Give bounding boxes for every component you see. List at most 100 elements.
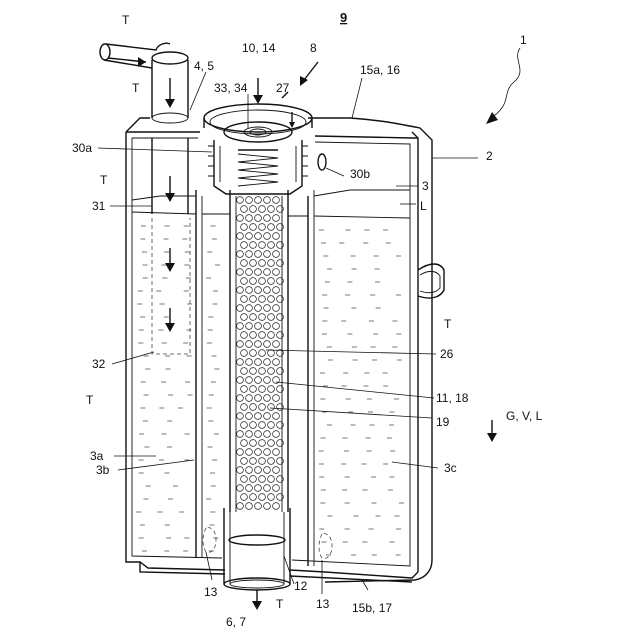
mesh-cell [237, 233, 244, 240]
mesh-cell [241, 296, 248, 303]
mesh-cell [273, 197, 280, 204]
label-chamber-a: 3a [90, 449, 104, 463]
mesh-cell [259, 332, 266, 339]
label-holes-left: 13 [204, 585, 218, 599]
mesh-cell [237, 467, 244, 474]
label-t-outlet: T [276, 597, 284, 611]
label-inlet: 4, 5 [194, 59, 214, 73]
mesh-cell [241, 386, 248, 393]
mesh-cell [273, 215, 280, 222]
mesh-cell [237, 413, 244, 420]
mesh-cell [268, 440, 275, 447]
figure-number: 9 [340, 10, 347, 25]
mesh-cell [255, 341, 262, 348]
mesh-cell [273, 485, 280, 492]
label-core: 19 [436, 415, 450, 429]
mesh-cell [241, 422, 248, 429]
mesh-cell [241, 314, 248, 321]
mesh-cell [259, 296, 266, 303]
mesh-cell [268, 476, 275, 483]
mesh-cell [259, 350, 266, 357]
mesh-cell [237, 269, 244, 276]
mesh-cell [241, 404, 248, 411]
mesh-cell [273, 233, 280, 240]
label-tank: 1 [520, 33, 527, 47]
mesh-cell [241, 458, 248, 465]
filler-cap [204, 104, 326, 194]
mesh-cell [264, 503, 271, 510]
mesh-cell [259, 224, 266, 231]
mesh-cell [241, 332, 248, 339]
mesh-cell [250, 260, 257, 267]
label-chamber-c: 3c [444, 461, 457, 475]
label-cap: 8 [310, 41, 317, 55]
mesh-cell [250, 494, 257, 501]
mesh-cell [237, 449, 244, 456]
label-filter: 11, 18 [436, 391, 469, 405]
mesh-cell [241, 350, 248, 357]
label-chamber: 3 [422, 179, 429, 193]
filter-column [230, 190, 288, 512]
mesh-cell [264, 413, 271, 420]
mesh-cell [264, 197, 271, 204]
mesh-cell [268, 404, 275, 411]
mesh-cell [250, 206, 257, 213]
mesh-cell [273, 359, 280, 366]
label-valve: 27 [276, 81, 290, 95]
mesh-cell [237, 197, 244, 204]
mesh-cell [273, 449, 280, 456]
reference-labels: 9 1 T T 4, 5 10, 14 8 15a, 16 33, 34 27 … [72, 10, 543, 629]
mesh-cell [237, 287, 244, 294]
label-t-pipe: T [100, 173, 108, 187]
mesh-cell [268, 296, 275, 303]
mesh-cell [241, 368, 248, 375]
mesh-cell [246, 395, 253, 402]
mesh-cell [268, 368, 275, 375]
mesh-cell [241, 494, 248, 501]
mesh-cell [246, 359, 253, 366]
mesh-cell [264, 449, 271, 456]
mesh-cell [246, 431, 253, 438]
mesh-cell [246, 323, 253, 330]
mesh-cell [250, 242, 257, 249]
mesh-cell [273, 341, 280, 348]
mesh-cell [273, 503, 280, 510]
label-collar-b: 30b [350, 167, 370, 181]
mesh-cell [268, 260, 275, 267]
mesh-cell [255, 323, 262, 330]
mesh-cell [246, 413, 253, 420]
mesh-cell [255, 215, 262, 222]
mesh-cell [255, 305, 262, 312]
label-mesh: 26 [440, 347, 454, 361]
mesh-cell [241, 278, 248, 285]
mesh-cell [273, 431, 280, 438]
label-chamber-b: 3b [96, 463, 110, 477]
mesh-cell [268, 224, 275, 231]
mesh-cell [250, 332, 257, 339]
mesh-cell [264, 233, 271, 240]
mesh-cell [246, 485, 253, 492]
label-t-chamber-a: T [86, 393, 94, 407]
mesh-cell [241, 260, 248, 267]
mesh-cell [273, 305, 280, 312]
label-pipe-lower: 32 [92, 357, 106, 371]
mesh-cell [241, 242, 248, 249]
mesh-cell [268, 494, 275, 501]
mesh-cell [255, 197, 262, 204]
mesh-cell [250, 404, 257, 411]
mesh-cell [273, 287, 280, 294]
mesh-cell [237, 359, 244, 366]
mesh-cell [259, 476, 266, 483]
label-direction: G, V, L [506, 409, 543, 423]
mesh-cell [259, 242, 266, 249]
mesh-cell [250, 422, 257, 429]
mesh-cell [259, 404, 266, 411]
mesh-cell [268, 386, 275, 393]
mesh-cell [268, 314, 275, 321]
label-collar-a: 30a [72, 141, 92, 155]
mesh-cell [250, 278, 257, 285]
mesh-cell [259, 278, 266, 285]
mesh-cell [250, 440, 257, 447]
mesh-cell [250, 386, 257, 393]
label-tube-end: 12 [294, 579, 308, 593]
